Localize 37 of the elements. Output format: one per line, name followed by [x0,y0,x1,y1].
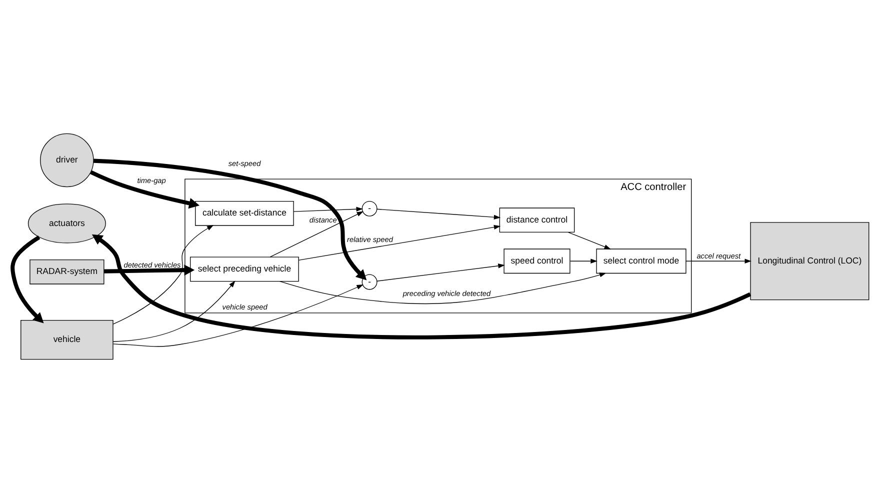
edge-label: vehicle speed [222,302,268,311]
arrow [94,158,367,280]
node-circle: - [362,274,378,290]
arrow [112,280,236,342]
arrow [279,272,606,304]
arrow [298,224,501,260]
edge-label: relative speed [347,234,393,244]
edge-label: set-speed [228,158,261,168]
edge-label: preceding vehicle detected [402,288,491,298]
node-circle: - [362,200,378,216]
node-box: vehicle [20,319,114,360]
arrow [376,263,505,281]
arrow [104,264,195,276]
arrow [376,208,501,220]
node-ellipse: actuators [28,203,106,243]
arrow [112,224,214,324]
node-box: calculate set-distance [195,200,294,226]
arrow [293,206,364,212]
arrow [90,170,200,208]
arrow [10,235,44,323]
arrow [270,210,364,257]
node-box: select preceding vehicle [190,256,299,282]
edge-label: detected vehicles [124,260,181,270]
node-box: speed control [504,248,570,274]
arrow [92,234,752,339]
node-circle: driver [40,132,94,187]
arrow [686,258,752,263]
node-box: distance control [499,207,575,232]
arrow [568,231,612,249]
node-box: RADAR-system [30,258,104,284]
arrow [570,258,598,263]
node-box: select control mode [596,248,686,274]
arrow [112,284,364,346]
edge-label: distance [309,215,337,224]
edge-label: accel request [696,250,741,260]
edge-label: time-gap [137,175,166,184]
node-box: Longitudinal Control (LOC) [750,222,870,300]
